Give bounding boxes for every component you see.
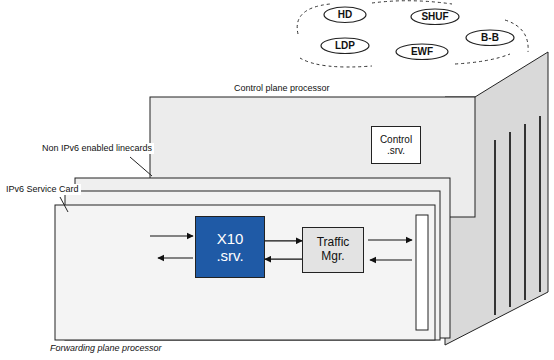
oval-outline xyxy=(411,9,459,25)
node-label: SHUF xyxy=(421,11,448,23)
output-arrow xyxy=(158,257,193,258)
node-label: B-B xyxy=(481,32,499,44)
flow-arrow xyxy=(265,240,302,241)
oval-outline xyxy=(324,7,366,23)
card-label: IPv6 Service Card xyxy=(4,184,81,195)
cloud-arc xyxy=(455,54,510,64)
protocol-oval: SHUF xyxy=(410,8,460,26)
x10-server-box: X10 .srv. xyxy=(195,216,265,278)
traffic-manager-box: Traffic Mgr. xyxy=(302,227,364,273)
protocol-oval: B-B xyxy=(465,29,515,47)
control-server-box: Control .srv. xyxy=(371,126,421,164)
flow-arrow xyxy=(265,259,302,260)
node-label: Traffic Mgr. xyxy=(307,236,359,264)
service-card xyxy=(55,205,435,340)
node-label: Control .srv. xyxy=(375,134,417,157)
fin xyxy=(539,116,541,292)
protocol-oval: EWF xyxy=(395,43,449,61)
node-label: LDP xyxy=(335,40,355,52)
node-label: HD xyxy=(338,9,352,21)
card-label: Forwarding plane processor xyxy=(48,343,164,354)
protocol-oval: HD xyxy=(323,6,367,24)
leader-line xyxy=(60,197,68,212)
protocol-oval: LDP xyxy=(320,37,370,55)
card-slot xyxy=(416,215,428,330)
oval-outline xyxy=(321,38,369,54)
node-label: X10 .srv. xyxy=(207,230,253,265)
card-label: Non IPv6 enabled linecards xyxy=(40,143,154,154)
fin xyxy=(524,124,526,300)
cloud-arc xyxy=(300,58,372,67)
fin xyxy=(494,140,496,315)
output-arrow xyxy=(368,239,412,240)
input-arrow xyxy=(370,259,412,260)
card-label: Control plane processor xyxy=(232,83,332,94)
oval-outline xyxy=(396,44,448,60)
input-arrow xyxy=(150,235,193,236)
fin xyxy=(509,132,511,307)
oval-outline xyxy=(466,30,514,46)
cloud-arc xyxy=(297,4,330,34)
leader-line xyxy=(130,157,152,176)
cloud-arc xyxy=(372,1,452,4)
node-label: EWF xyxy=(411,46,433,58)
